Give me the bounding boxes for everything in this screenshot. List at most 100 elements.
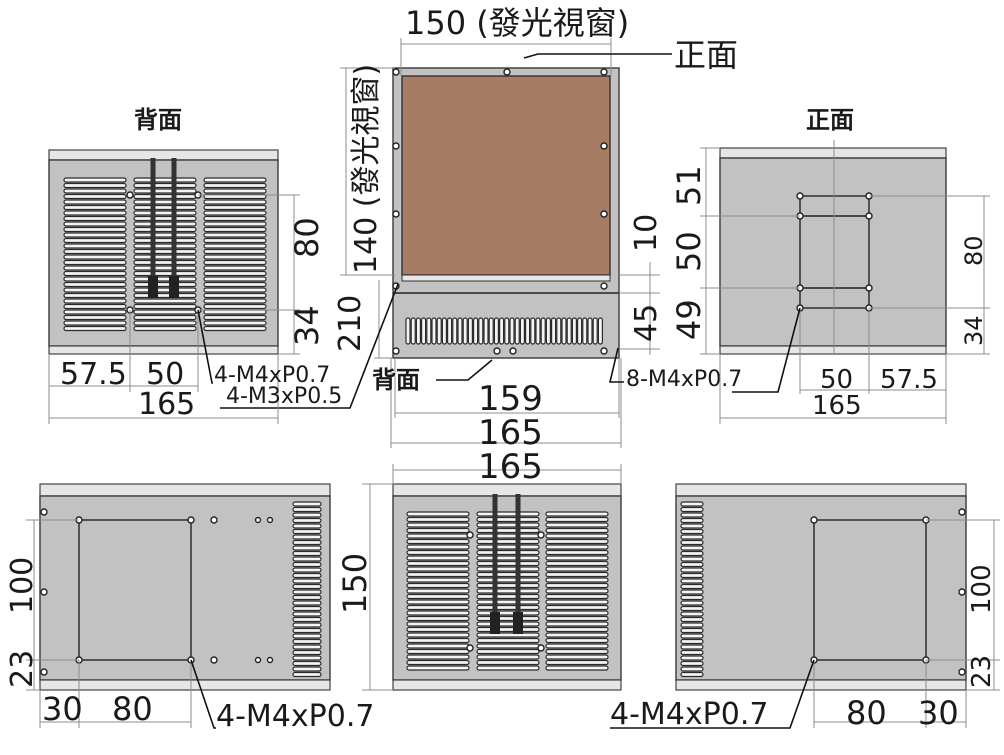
left-m4-note: 4-M4xP0.7 <box>216 699 374 734</box>
vent-slot <box>133 226 197 233</box>
top-m4-note: 8-M4xP0.7 <box>626 367 742 392</box>
vent-slot <box>680 583 704 590</box>
vent-slot <box>476 615 540 622</box>
vent-slot <box>292 572 322 579</box>
vent-slot <box>545 566 609 572</box>
vent-slot <box>292 616 322 623</box>
vent-slot <box>576 317 583 345</box>
vent-slot <box>63 237 127 244</box>
vent-slot <box>406 643 470 649</box>
vent-slot <box>63 232 127 238</box>
vent-slot <box>478 317 484 345</box>
vent-slot <box>203 226 267 233</box>
vent-slot <box>133 259 197 266</box>
vent-slot <box>203 292 267 299</box>
vent-slot <box>292 506 322 513</box>
vent-slot <box>203 204 267 211</box>
vent-slot <box>203 265 267 271</box>
vent-slot <box>680 594 704 601</box>
vent-slot <box>63 226 127 233</box>
vent-slot <box>63 265 127 271</box>
vent-slot <box>203 320 267 326</box>
front-view-foot <box>719 345 947 355</box>
vent-slot <box>203 259 267 266</box>
vent-slot <box>476 527 540 534</box>
right-dim-23: 23 <box>967 655 997 688</box>
vent-slot <box>476 604 540 611</box>
vent-slot <box>550 317 557 345</box>
vent-slot <box>406 659 470 666</box>
dim-10-label: 10 <box>629 214 664 252</box>
vent-slot <box>476 549 540 556</box>
vent-slot <box>545 560 609 567</box>
vent-slot <box>680 539 704 546</box>
vent-slot <box>545 610 609 616</box>
vent-slot <box>680 578 704 584</box>
vent-slot <box>406 626 470 633</box>
vent-slot <box>63 276 127 282</box>
vent-slot <box>133 276 197 282</box>
bottom-view-foot <box>392 679 622 691</box>
vent-slot <box>292 550 322 557</box>
vent-slot <box>592 317 598 345</box>
vent-slot <box>545 533 609 539</box>
vent-slot <box>545 577 609 583</box>
vent-slot <box>292 539 322 546</box>
front-view-cap <box>719 147 947 159</box>
vent-slot <box>476 582 540 589</box>
vent-slot <box>476 516 540 523</box>
vent-slot <box>680 556 704 562</box>
vent-slot <box>203 298 267 304</box>
vent-slot <box>63 199 127 205</box>
vent-slot <box>203 309 267 315</box>
back-dim-50: 50 <box>146 357 184 392</box>
vent-slot <box>406 599 470 605</box>
right-screw <box>810 516 818 524</box>
right-side-cap <box>675 483 967 497</box>
vent-slot <box>457 317 463 345</box>
right-side-dimensions: 100 23 80 30 4-M4xP0.7 <box>610 519 1000 732</box>
vent-slot <box>476 511 540 517</box>
vent-slot <box>292 649 322 656</box>
vent-slot <box>410 317 416 345</box>
left-screw <box>40 668 48 676</box>
vent-slot <box>63 182 127 189</box>
vent-slot <box>476 610 540 616</box>
vent-slot <box>203 243 267 249</box>
front-screw <box>865 212 873 220</box>
vent-slot <box>292 528 322 535</box>
vent-slot <box>545 571 609 578</box>
vent-slot <box>514 317 520 345</box>
front-view-dimensions: 51 50 49 80 34 50 57.5 165 <box>670 147 990 424</box>
vent-slot <box>680 644 704 650</box>
vent-slot <box>292 655 322 661</box>
vent-slot <box>545 516 609 523</box>
vent-slot <box>473 317 479 345</box>
front-screw <box>865 284 873 292</box>
vent-slot <box>545 632 609 638</box>
vent-slot <box>292 523 322 529</box>
right-screw <box>958 668 966 676</box>
screw <box>392 142 400 150</box>
vent-slot <box>680 633 704 639</box>
vent-slot <box>680 534 704 540</box>
vent-slot <box>406 588 470 594</box>
vent-slot <box>680 660 704 667</box>
vent-slot <box>133 177 197 183</box>
vent-slot <box>545 549 609 556</box>
left-screw <box>210 656 218 664</box>
vent-slot <box>133 188 197 194</box>
vent-slot <box>292 644 322 650</box>
vent-slot <box>545 599 609 605</box>
vent-slot <box>63 270 127 277</box>
vent-slot <box>292 561 322 568</box>
vent-slot <box>545 593 609 600</box>
vent-slot <box>292 633 322 639</box>
vent-slot <box>406 560 470 567</box>
vent-slot <box>292 578 322 584</box>
vent-slot <box>203 325 267 332</box>
left-screw <box>40 508 48 516</box>
vent-slot <box>292 567 322 573</box>
left-screw <box>40 588 48 596</box>
vent-slot <box>540 317 546 345</box>
